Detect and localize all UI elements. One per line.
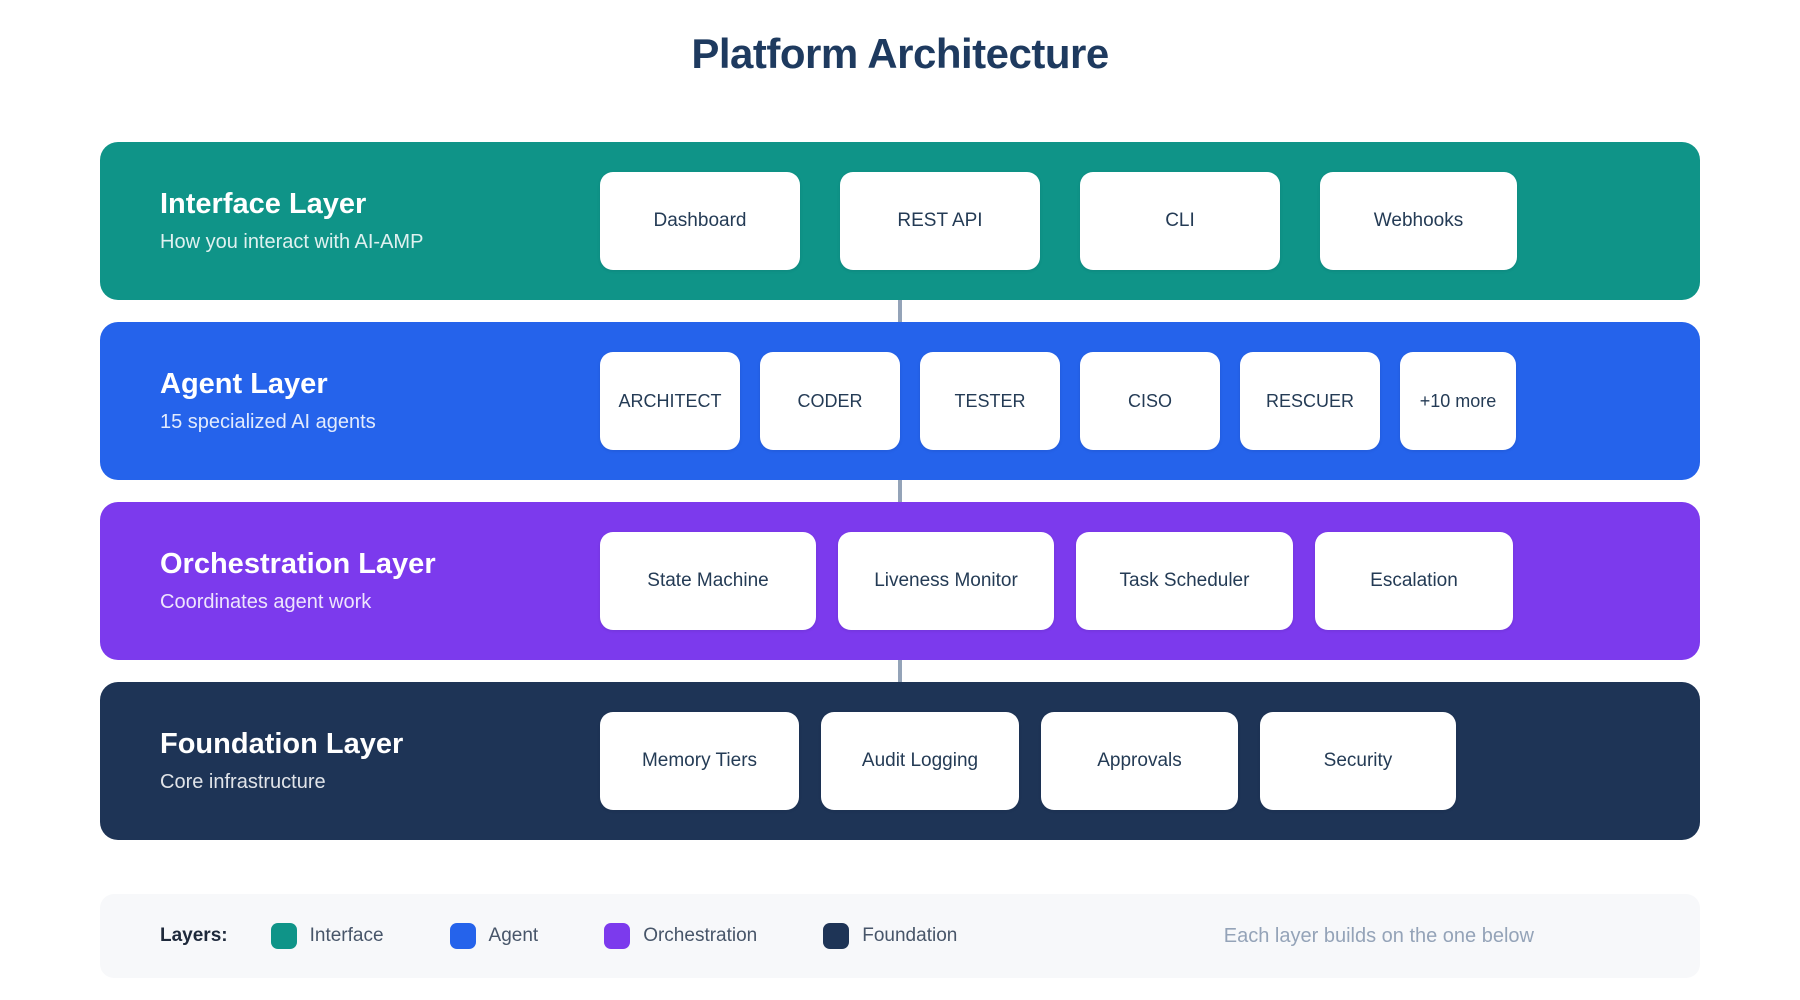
- legend-item-label: Orchestration: [643, 925, 758, 946]
- component-box-security: Security: [1260, 712, 1456, 810]
- component-box-coder: CODER: [760, 352, 900, 450]
- page-title: Platform Architecture: [691, 30, 1109, 77]
- layer-foundation: Foundation Layer Core infrastructure Mem…: [100, 682, 1700, 840]
- legend-item-label: Interface: [309, 925, 384, 946]
- component-box-dashboard: Dashboard: [600, 172, 800, 270]
- component-box-architect: ARCHITECT: [600, 352, 740, 450]
- component-box-ciso: CISO: [1080, 352, 1220, 450]
- legend-title: Layers:: [160, 925, 228, 946]
- layer-orchestration-label: Orchestration Layer Coordinates agent wo…: [100, 548, 600, 614]
- layer-agent-boxes: ARCHITECT CODER TESTER CISO RESCUER +10 …: [600, 352, 1516, 450]
- connector-line-2: [898, 480, 902, 502]
- component-box-more-agents: +10 more: [1400, 352, 1516, 450]
- layer-title: Interface Layer: [160, 187, 367, 220]
- layer-orchestration-boxes: State Machine Liveness Monitor Task Sche…: [600, 532, 1513, 630]
- component-box-liveness-monitor: Liveness Monitor: [838, 532, 1054, 630]
- legend-item-label: Agent: [488, 925, 539, 946]
- component-box-audit-logging: Audit Logging: [821, 712, 1019, 810]
- connector-line-3: [898, 660, 902, 682]
- component-box-rescuer: RESCUER: [1240, 352, 1380, 450]
- agent-color-swatch: [449, 923, 476, 949]
- layer-interface: Interface Layer How you interact with AI…: [100, 142, 1700, 300]
- layer-interface-boxes: Dashboard REST API CLI Webhooks: [600, 172, 1517, 270]
- interface-color-swatch: [270, 923, 297, 949]
- layer-foundation-boxes: Memory Tiers Audit Logging Approvals Sec…: [600, 712, 1456, 810]
- legend-item-label: Foundation: [862, 925, 958, 946]
- legend-bar: Layers: Interface Agent Orchestration Fo…: [100, 894, 1700, 978]
- component-box-tester: TESTER: [920, 352, 1060, 450]
- layer-interface-label: Interface Layer How you interact with AI…: [100, 188, 600, 254]
- layer-title: Foundation Layer: [160, 727, 404, 760]
- layer-title: Orchestration Layer: [160, 547, 436, 580]
- legend-note: Each layer builds on the one below: [1223, 924, 1534, 947]
- connector-line-1: [898, 300, 902, 322]
- layer-subtitle: How you interact with AI-AMP: [160, 231, 424, 254]
- legend-item-agent: Agent: [449, 923, 539, 949]
- legend-item-orchestration: Orchestration: [604, 923, 757, 949]
- component-box-cli: CLI: [1080, 172, 1280, 270]
- layer-agent: Agent Layer 15 specialized AI agents ARC…: [100, 322, 1700, 480]
- legend-item-interface: Interface: [270, 923, 384, 949]
- component-box-rest-api: REST API: [840, 172, 1040, 270]
- layer-title: Agent Layer: [160, 367, 328, 400]
- layer-subtitle: Core infrastructure: [160, 771, 326, 794]
- component-box-approvals: Approvals: [1041, 712, 1238, 810]
- component-box-task-scheduler: Task Scheduler: [1076, 532, 1293, 630]
- layer-agent-label: Agent Layer 15 specialized AI agents: [100, 368, 600, 434]
- layer-subtitle: Coordinates agent work: [160, 591, 372, 614]
- component-box-webhooks: Webhooks: [1320, 172, 1517, 270]
- component-box-escalation: Escalation: [1315, 532, 1513, 630]
- layer-subtitle: 15 specialized AI agents: [160, 411, 376, 434]
- foundation-color-swatch: [823, 923, 850, 949]
- component-box-state-machine: State Machine: [600, 532, 816, 630]
- layer-foundation-label: Foundation Layer Core infrastructure: [100, 728, 600, 794]
- legend-item-foundation: Foundation: [823, 923, 957, 949]
- layer-orchestration: Orchestration Layer Coordinates agent wo…: [100, 502, 1700, 660]
- orchestration-color-swatch: [604, 923, 631, 949]
- component-box-memory-tiers: Memory Tiers: [600, 712, 799, 810]
